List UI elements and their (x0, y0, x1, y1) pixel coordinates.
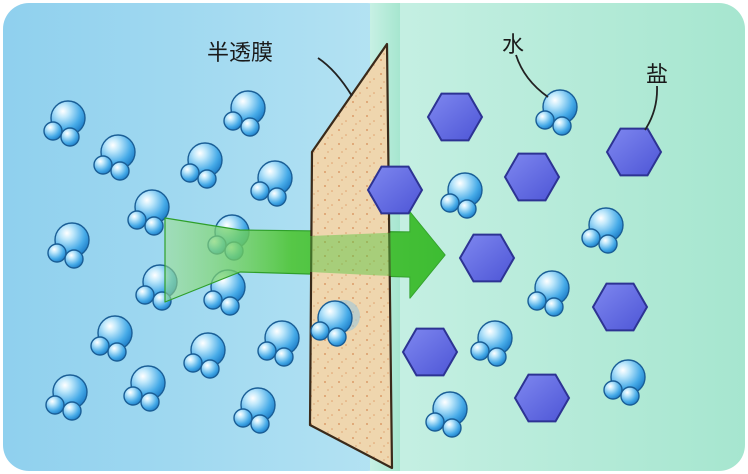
leader-lines (317, 54, 658, 131)
water-label: 水 (502, 33, 524, 58)
membrane-label: 半透膜 (207, 41, 273, 66)
membrane-leader-line (317, 57, 353, 97)
salt-label: 盐 (646, 63, 668, 88)
water-leader-line (515, 54, 549, 98)
salt-leader-line (644, 85, 658, 131)
arrow-through-membrane (310, 212, 445, 298)
